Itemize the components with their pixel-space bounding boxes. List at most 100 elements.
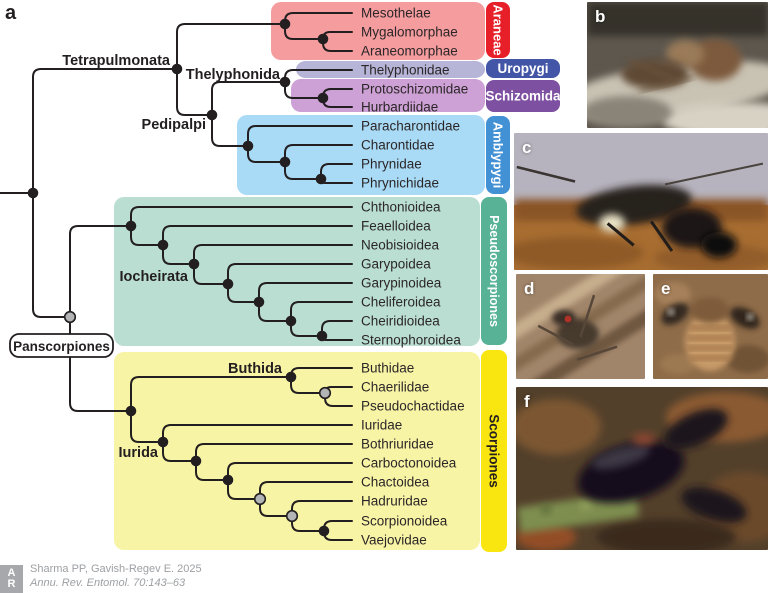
tip-label: Neobisioidea [361,238,440,253]
branch [284,161,322,180]
tree-node-iurida [157,436,169,448]
tip-label: Feaelloidea [361,219,431,234]
branch [284,81,324,99]
tree-node-pseudo3 [188,258,200,270]
photo-whip-spider: d [516,274,645,379]
tip-branch [321,320,353,337]
tip-label: Garypinoidea [361,276,442,291]
clade-label-buthida: Buthida [228,361,283,377]
tip-label: Thelyphonidae [361,63,450,78]
pseudoscorpiones-box [114,197,480,346]
photo-scorpion: f [516,387,768,550]
clade-band-schizomida [486,80,560,112]
clade-label-iocheirata: Iocheirata [120,269,189,285]
tip-branch [320,163,353,180]
tree-node-schizomida1 [317,92,329,104]
tree-node-iurida4 [253,492,267,506]
tree-node-pseudo7 [316,330,328,342]
photo-tarantula: b [587,2,768,128]
photo-tarantula-art [587,2,768,128]
tree-node-buthida [285,371,297,383]
tree-node-araneae1 [279,18,291,30]
branch [290,376,326,394]
tree-node-iurida5 [285,509,299,523]
tip-label: Carboctonoidea [361,456,457,471]
photo-vinegaroon: c [514,133,768,270]
branch [130,376,292,412]
clade-band-uropygi [486,59,560,78]
scorpiones-box [114,352,480,550]
citation-journal: Annu. Rev. Entomol. 70:143–63 [30,577,186,589]
tip-label: Bothriuridae [361,437,434,452]
tree-node-tetrapulmonata [171,63,183,75]
tip-branch [130,206,353,227]
tip-label: Cheliferoidea [361,295,441,310]
clade-label-thelyphonida: Thelyphonida [186,67,281,83]
branch [32,192,71,318]
clade-label-tetrapulmonata: Tetrapulmonata [62,53,171,69]
tip-label: Scorpionoidea [361,514,448,529]
tip-label: Charontidae [361,138,435,153]
tree-node-pseudo5 [253,296,265,308]
tip-label: Pseudochactidae [361,399,465,414]
tree-node-iurida3 [222,474,234,486]
photo-whip-spider-art [516,274,645,379]
tip-branch [193,244,353,265]
tip-branch [227,462,353,481]
araneae-box [271,2,485,60]
clade-band-amblypygi [486,116,510,194]
tip-label: Sternophoroidea [361,333,461,348]
tree-node-pseudo1 [125,220,137,232]
tip-branch [290,301,353,322]
clade-band-araneae [486,2,510,58]
tree-node-buthida2 [318,386,332,400]
clade-band-pseudoscorpiones [481,197,507,345]
branch [176,68,213,116]
tip-branch [162,424,353,443]
tip-branch [195,443,353,462]
tip-label: Chthonioidea [361,200,441,215]
branch [290,320,323,337]
tip-branch [247,125,353,147]
branch [162,441,197,462]
tip-branch [284,144,353,163]
branch [247,145,286,163]
logo-letter-r: R [7,578,16,590]
tree-node-amblypygi2 [279,156,291,168]
tip-branch [291,500,353,517]
clade-band-label: Araneae [491,4,506,55]
annual-reviews-logo: A R [0,565,23,593]
clade-band-label: Amblypygi [491,122,506,188]
clade-band-label: Scorpiones [487,414,502,488]
photo-pseudoscorpion: e [653,274,768,379]
branch [227,283,260,303]
tree-node-iurida2 [190,455,202,467]
tip-label: Mygalomorphae [361,25,458,40]
branch [227,479,261,500]
panscorpiones-box [9,333,114,358]
tree-node-pedipalpi [206,109,218,121]
tip-label: Hadruridae [361,494,428,509]
citation-authors: Sharma PP, Gavish-Regev E. 2025 [30,563,202,575]
clade-band-label: Schizomida [485,89,561,104]
schizomida-box [291,79,485,112]
branch [211,81,286,116]
uropygi-box [296,61,485,78]
tip-label: Hurbardiidae [361,100,438,115]
logo-letter-a: A [7,567,16,579]
branch [32,68,178,194]
tip-label: Phrynidae [361,157,422,172]
tree-node-pseudo2 [157,239,169,251]
clade-band-scorpiones [481,350,507,552]
tip-label: Buthidae [361,361,414,376]
panscorpiones-label: Panscorpiones [13,339,110,354]
clade-band-label: Uropygi [497,61,548,76]
tip-branch [227,263,353,285]
tip-branch [162,225,353,246]
tip-label: Phrynichidae [361,176,439,191]
tree-node-root [27,187,39,199]
branch [176,23,286,70]
branch [211,114,249,147]
tip-label: Paracharontidae [361,119,460,134]
